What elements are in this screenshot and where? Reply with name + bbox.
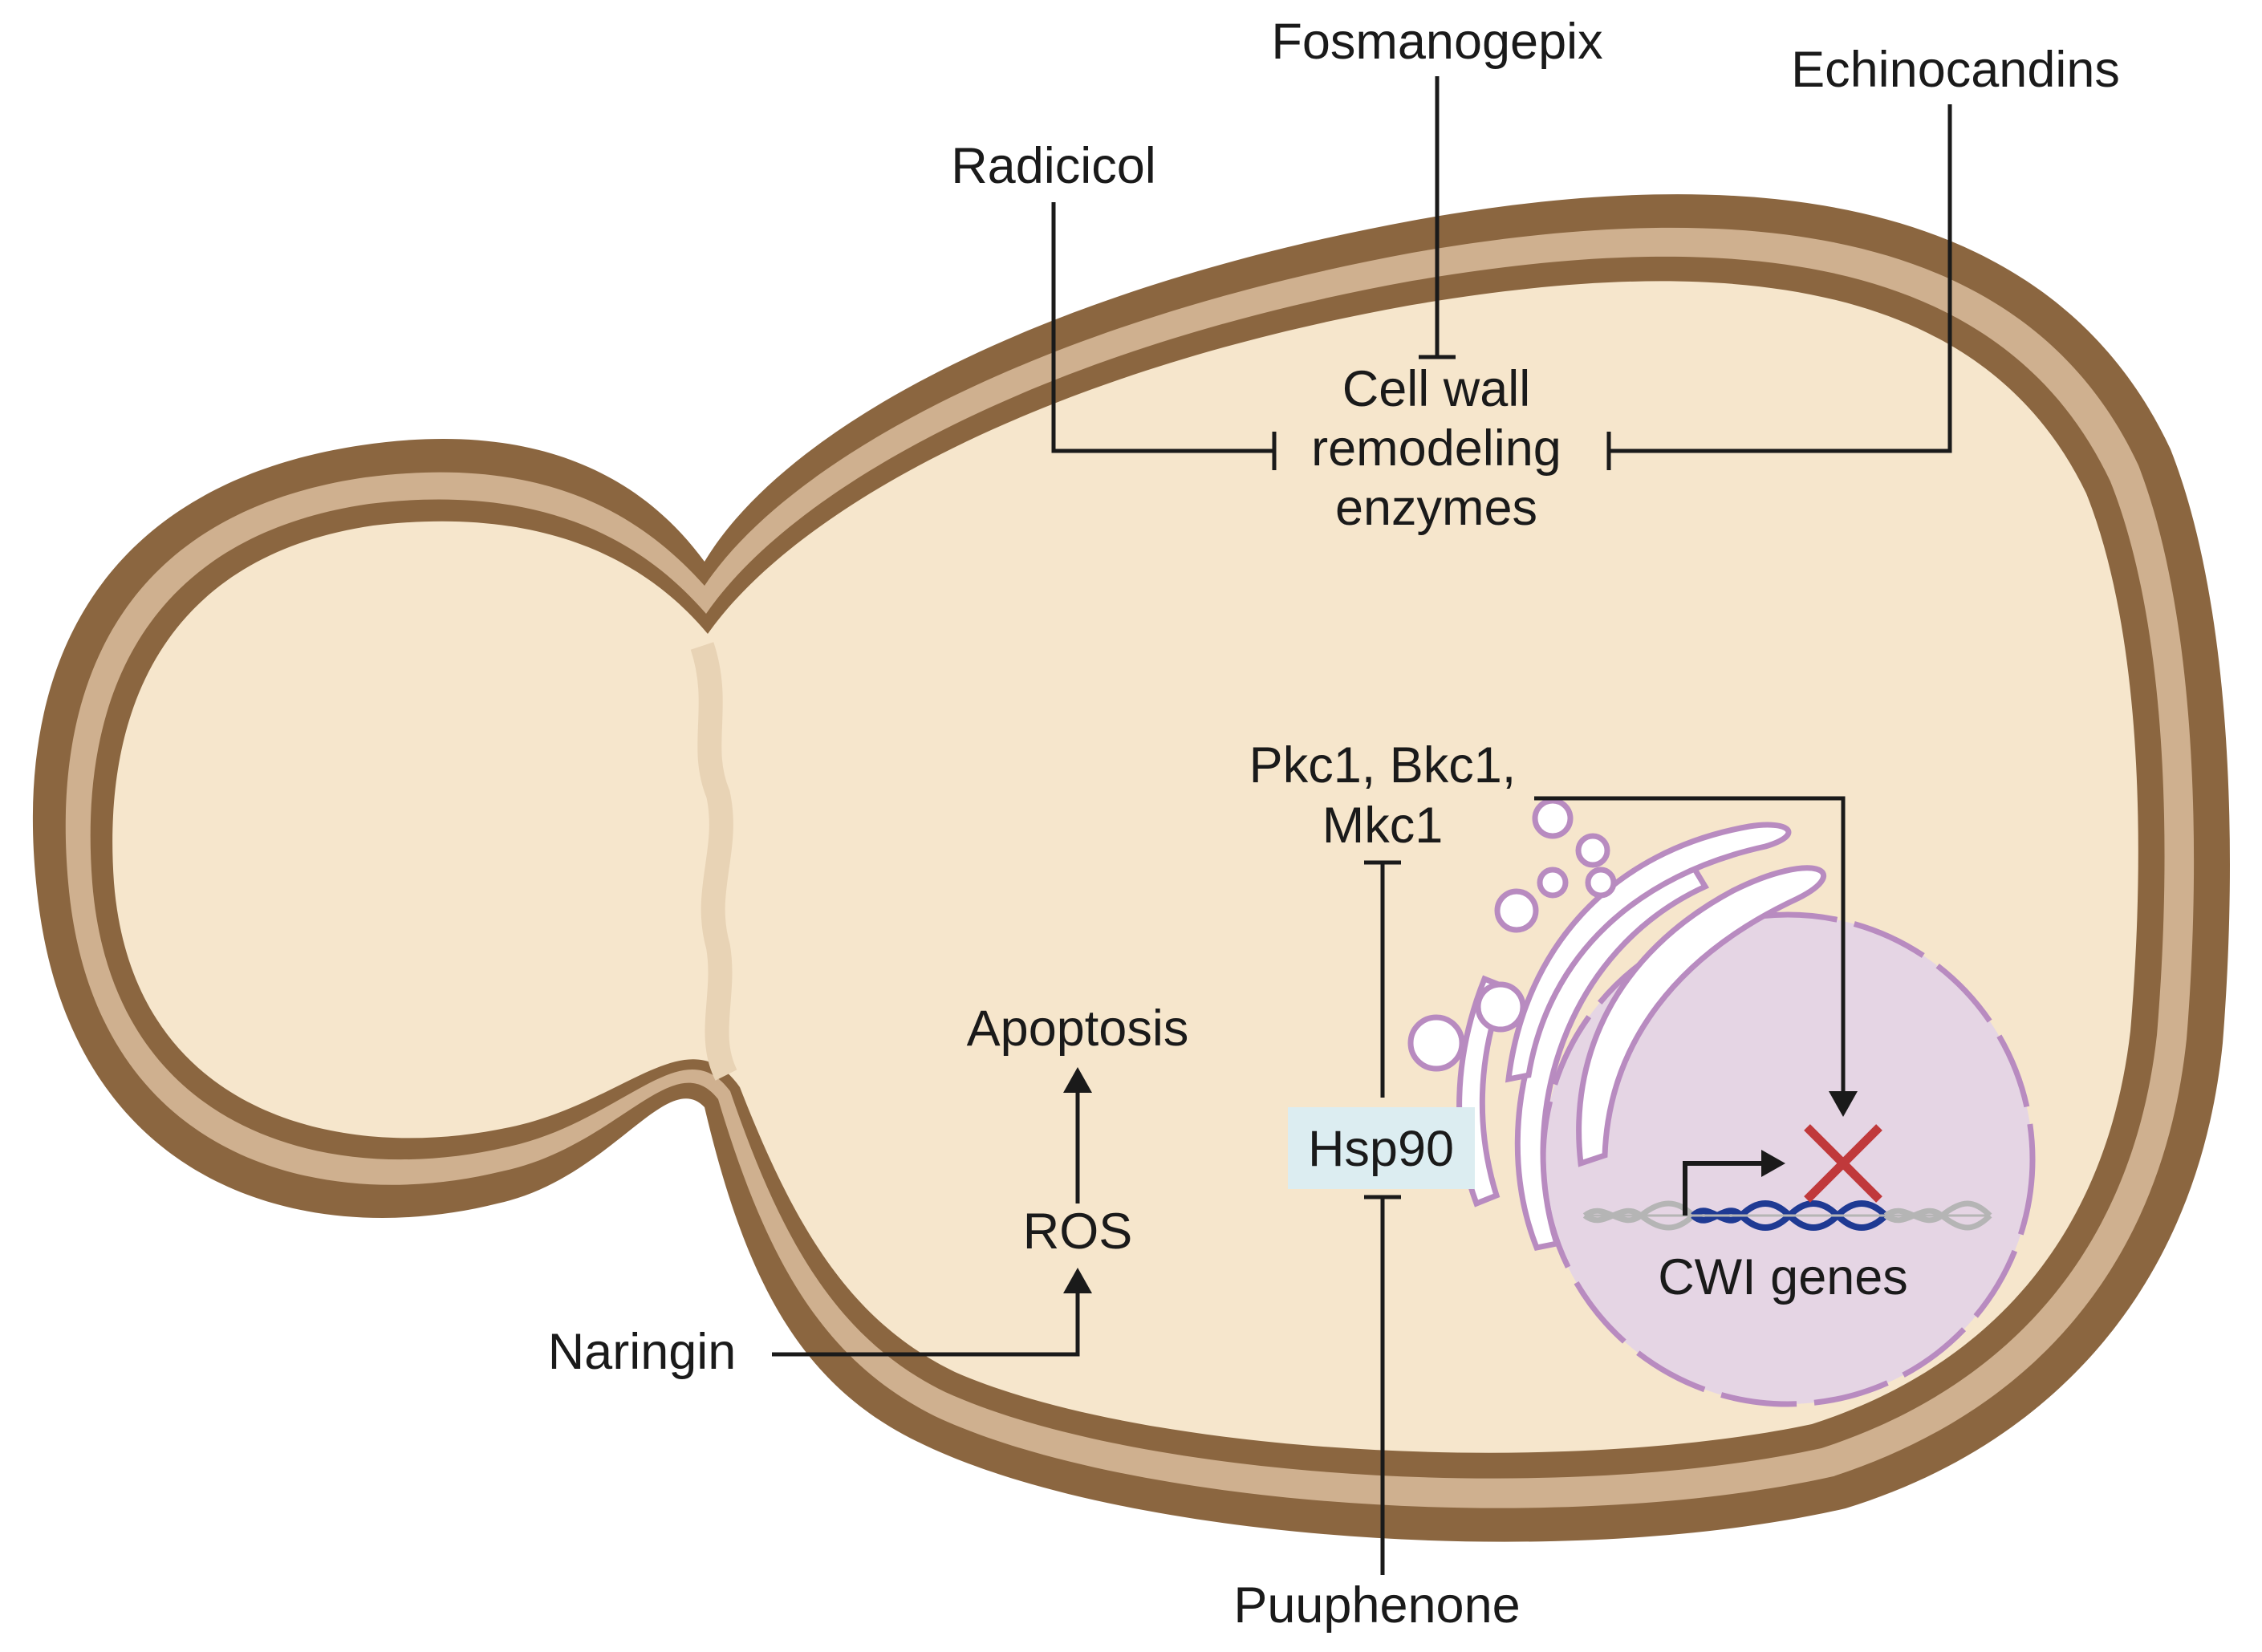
fosmanogepix-label: Fosmanogepix (1271, 14, 1602, 70)
bud-neck-septum (690, 642, 737, 1081)
radicicol-label: Radicicol (951, 138, 1156, 194)
naringin-to-ros-arrow (772, 1268, 1092, 1357)
puuphenone-inhibition-line (1364, 1195, 1401, 1575)
kinase-activation-arrow (1534, 796, 1858, 1117)
naringin-label: Naringin (548, 1324, 737, 1380)
ros-label: ROS (1023, 1203, 1133, 1260)
cell-wall-label-line2: remodeling (1311, 420, 1561, 477)
golgi-apparatus (1407, 798, 1827, 1252)
dna-strand (1582, 1200, 1992, 1231)
apoptosis-label: Apoptosis (967, 1001, 1189, 1057)
puuphenone-label: Puuphenone (1233, 1577, 1520, 1634)
ros-to-apoptosis-arrow (1063, 1067, 1092, 1203)
hsp90-inhibition-line (1364, 860, 1401, 1098)
echinocandins-label: Echinocandins (1791, 42, 2120, 98)
cell-wall-label-line3: enzymes (1335, 480, 1537, 536)
hsp90-box (1288, 1107, 1475, 1189)
echinocandins-inhibition-line (1606, 104, 1952, 470)
radicicol-inhibition-line (1051, 202, 1277, 470)
kinases-label-line1: Pkc1, Bkc1, (1249, 737, 1517, 794)
cell-wall-label-line1: Cell wall (1342, 361, 1531, 417)
blocked-x-icon (1804, 1124, 1882, 1203)
hsp90-label: Hsp90 (1308, 1121, 1454, 1177)
nucleus (1540, 911, 2036, 1407)
transcription-arrow-icon (1683, 1150, 1785, 1216)
kinases-label-line2: Mkc1 (1322, 798, 1444, 854)
cwi-genes-label: CWI genes (1658, 1249, 1908, 1305)
fosmanogepix-inhibition-line (1419, 76, 1456, 359)
